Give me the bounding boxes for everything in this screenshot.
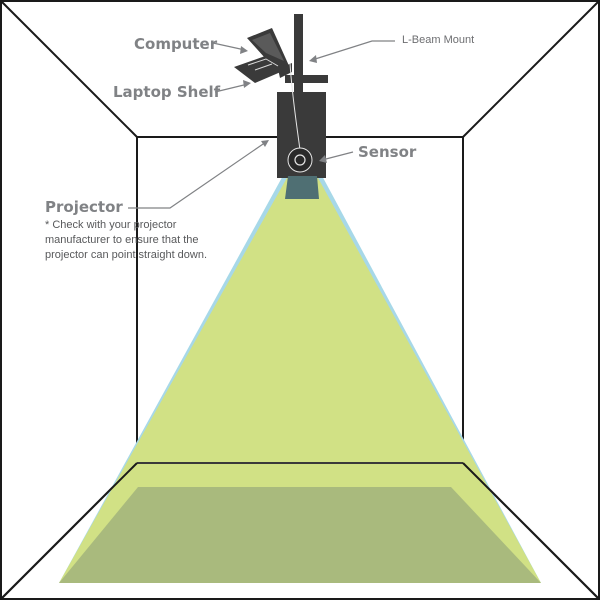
sensor-lens xyxy=(294,154,306,166)
sensor-label: Sensor xyxy=(358,143,417,161)
ceiling-edge-left xyxy=(0,0,138,138)
floor-edge-left-top xyxy=(0,462,138,600)
shelf-leader xyxy=(214,83,249,93)
l-beam-vertical xyxy=(294,14,303,119)
computer-arrowhead xyxy=(240,46,248,54)
projector-note-line: * Check with your projector xyxy=(45,219,177,231)
projected-floor-area xyxy=(59,487,541,583)
cable xyxy=(289,62,301,151)
laptop-shelf-label: Laptop Shelf xyxy=(113,83,221,101)
l-beam-leader xyxy=(311,40,395,61)
l-beam-horizontal xyxy=(285,75,328,83)
l-beam-mount xyxy=(285,14,328,119)
projector-leader xyxy=(128,141,267,209)
projector-label: Projector xyxy=(45,198,123,216)
projector-arrowhead xyxy=(261,140,269,147)
l-beam-arrowhead xyxy=(309,55,317,63)
beam-inner xyxy=(59,176,541,583)
projector-note-line: manufacturer to ensure that the xyxy=(45,234,199,246)
sensor-housing xyxy=(287,147,313,173)
sensor-leader xyxy=(321,151,354,161)
sensor xyxy=(287,147,313,173)
laptop-trackpad-line xyxy=(254,63,273,71)
l-beam-mount-label: L-Beam Mount xyxy=(402,34,475,46)
laptop-keyboard-line xyxy=(247,58,279,67)
computer-label: Computer xyxy=(134,35,218,53)
projector-note-line: projector can point straight down. xyxy=(45,249,208,261)
shelf-arrowhead xyxy=(243,80,251,88)
leader-lines xyxy=(128,40,395,209)
computer-leader xyxy=(212,42,246,51)
floor-edge-right-top xyxy=(462,462,600,600)
ceiling-edge-right xyxy=(462,0,600,138)
projector-note: * Check with your projector manufacturer… xyxy=(45,218,207,263)
laptop-computer xyxy=(234,28,290,83)
leader-arrowheads xyxy=(240,46,327,163)
sensor-arrowhead xyxy=(319,155,327,163)
laptop-display xyxy=(252,33,284,61)
projector-lens xyxy=(285,176,319,199)
